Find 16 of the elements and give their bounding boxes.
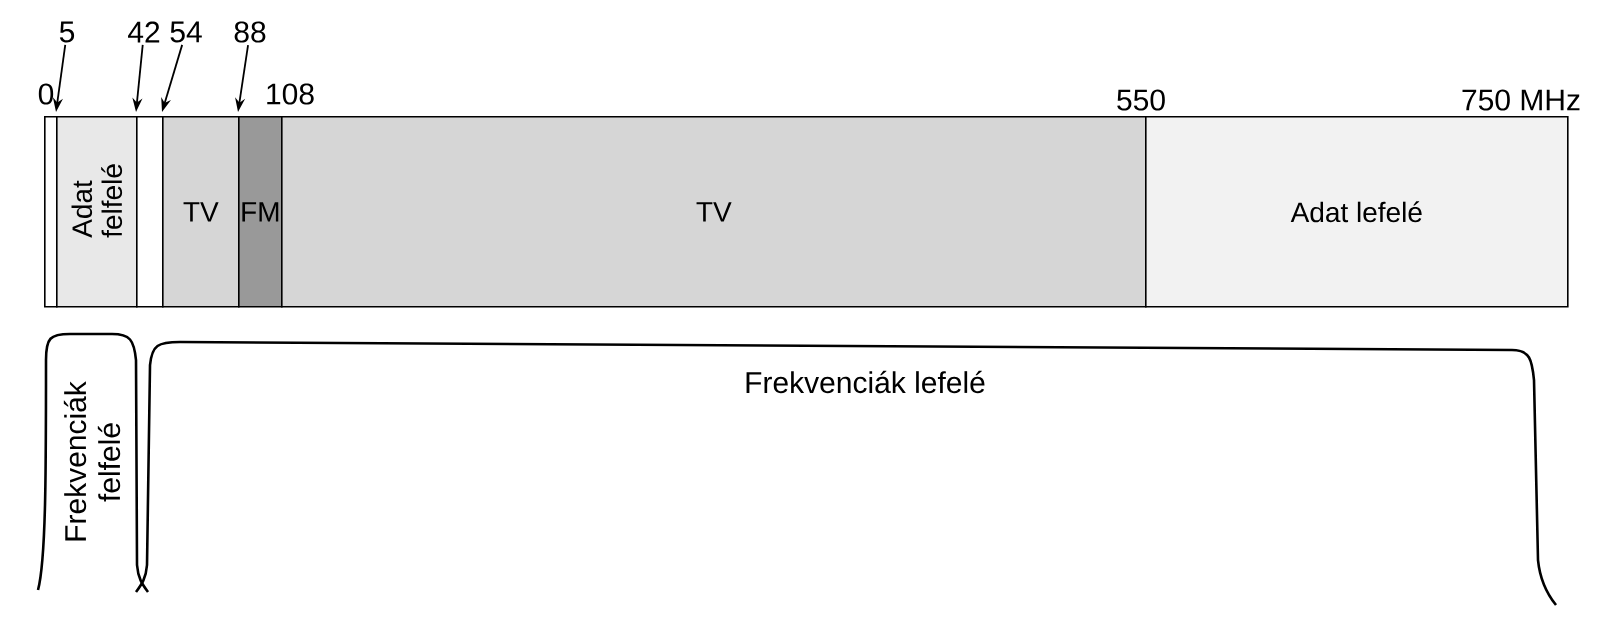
band-segment xyxy=(136,116,164,308)
frequency-label: 42 xyxy=(128,21,160,43)
band-segment: FM xyxy=(238,116,283,308)
frequency-label: 88 xyxy=(234,21,266,43)
bracket-label: Frekvenciák felfelé xyxy=(63,381,121,541)
band-segment: TV xyxy=(162,116,240,308)
frequency-label: 5 xyxy=(59,21,75,43)
band-segment: Adat felfelé xyxy=(56,116,138,308)
frequency-label: 108 xyxy=(267,83,314,105)
band-segment xyxy=(44,116,58,308)
frequency-label: 54 xyxy=(170,21,202,43)
band-segment: Adat lefelé xyxy=(1145,116,1569,308)
bracket-label: Frekvenciák lefelé xyxy=(746,370,985,394)
frequency-label: 0 xyxy=(38,83,54,105)
frequency-label: 550 xyxy=(1117,89,1165,111)
band-segment: TV xyxy=(281,116,1147,308)
